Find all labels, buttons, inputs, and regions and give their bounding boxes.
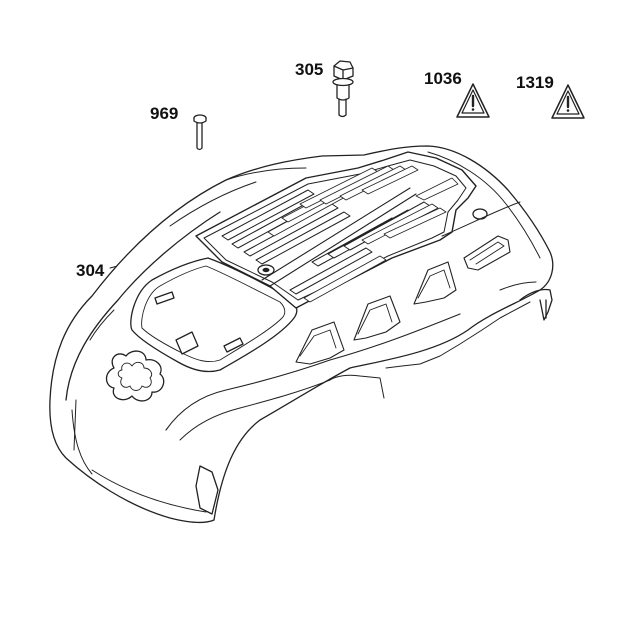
grille-vanes-lower — [289, 177, 459, 303]
callout-1319: 1319 — [516, 73, 554, 92]
callout-1036: 1036 — [424, 69, 462, 88]
engine-cover-304-part — [49, 145, 554, 524]
callout-969: 969 — [150, 104, 179, 123]
warning-label-1036-icon — [456, 83, 490, 118]
callout-304: 304 — [76, 261, 105, 280]
grille-vanes-upper — [221, 165, 419, 265]
bolt-305-part — [332, 60, 354, 118]
warning-label-1319-icon — [551, 84, 585, 119]
side-intake-vents — [295, 235, 511, 365]
callout-305: 305 — [295, 60, 324, 79]
screw-969-part — [193, 114, 207, 151]
